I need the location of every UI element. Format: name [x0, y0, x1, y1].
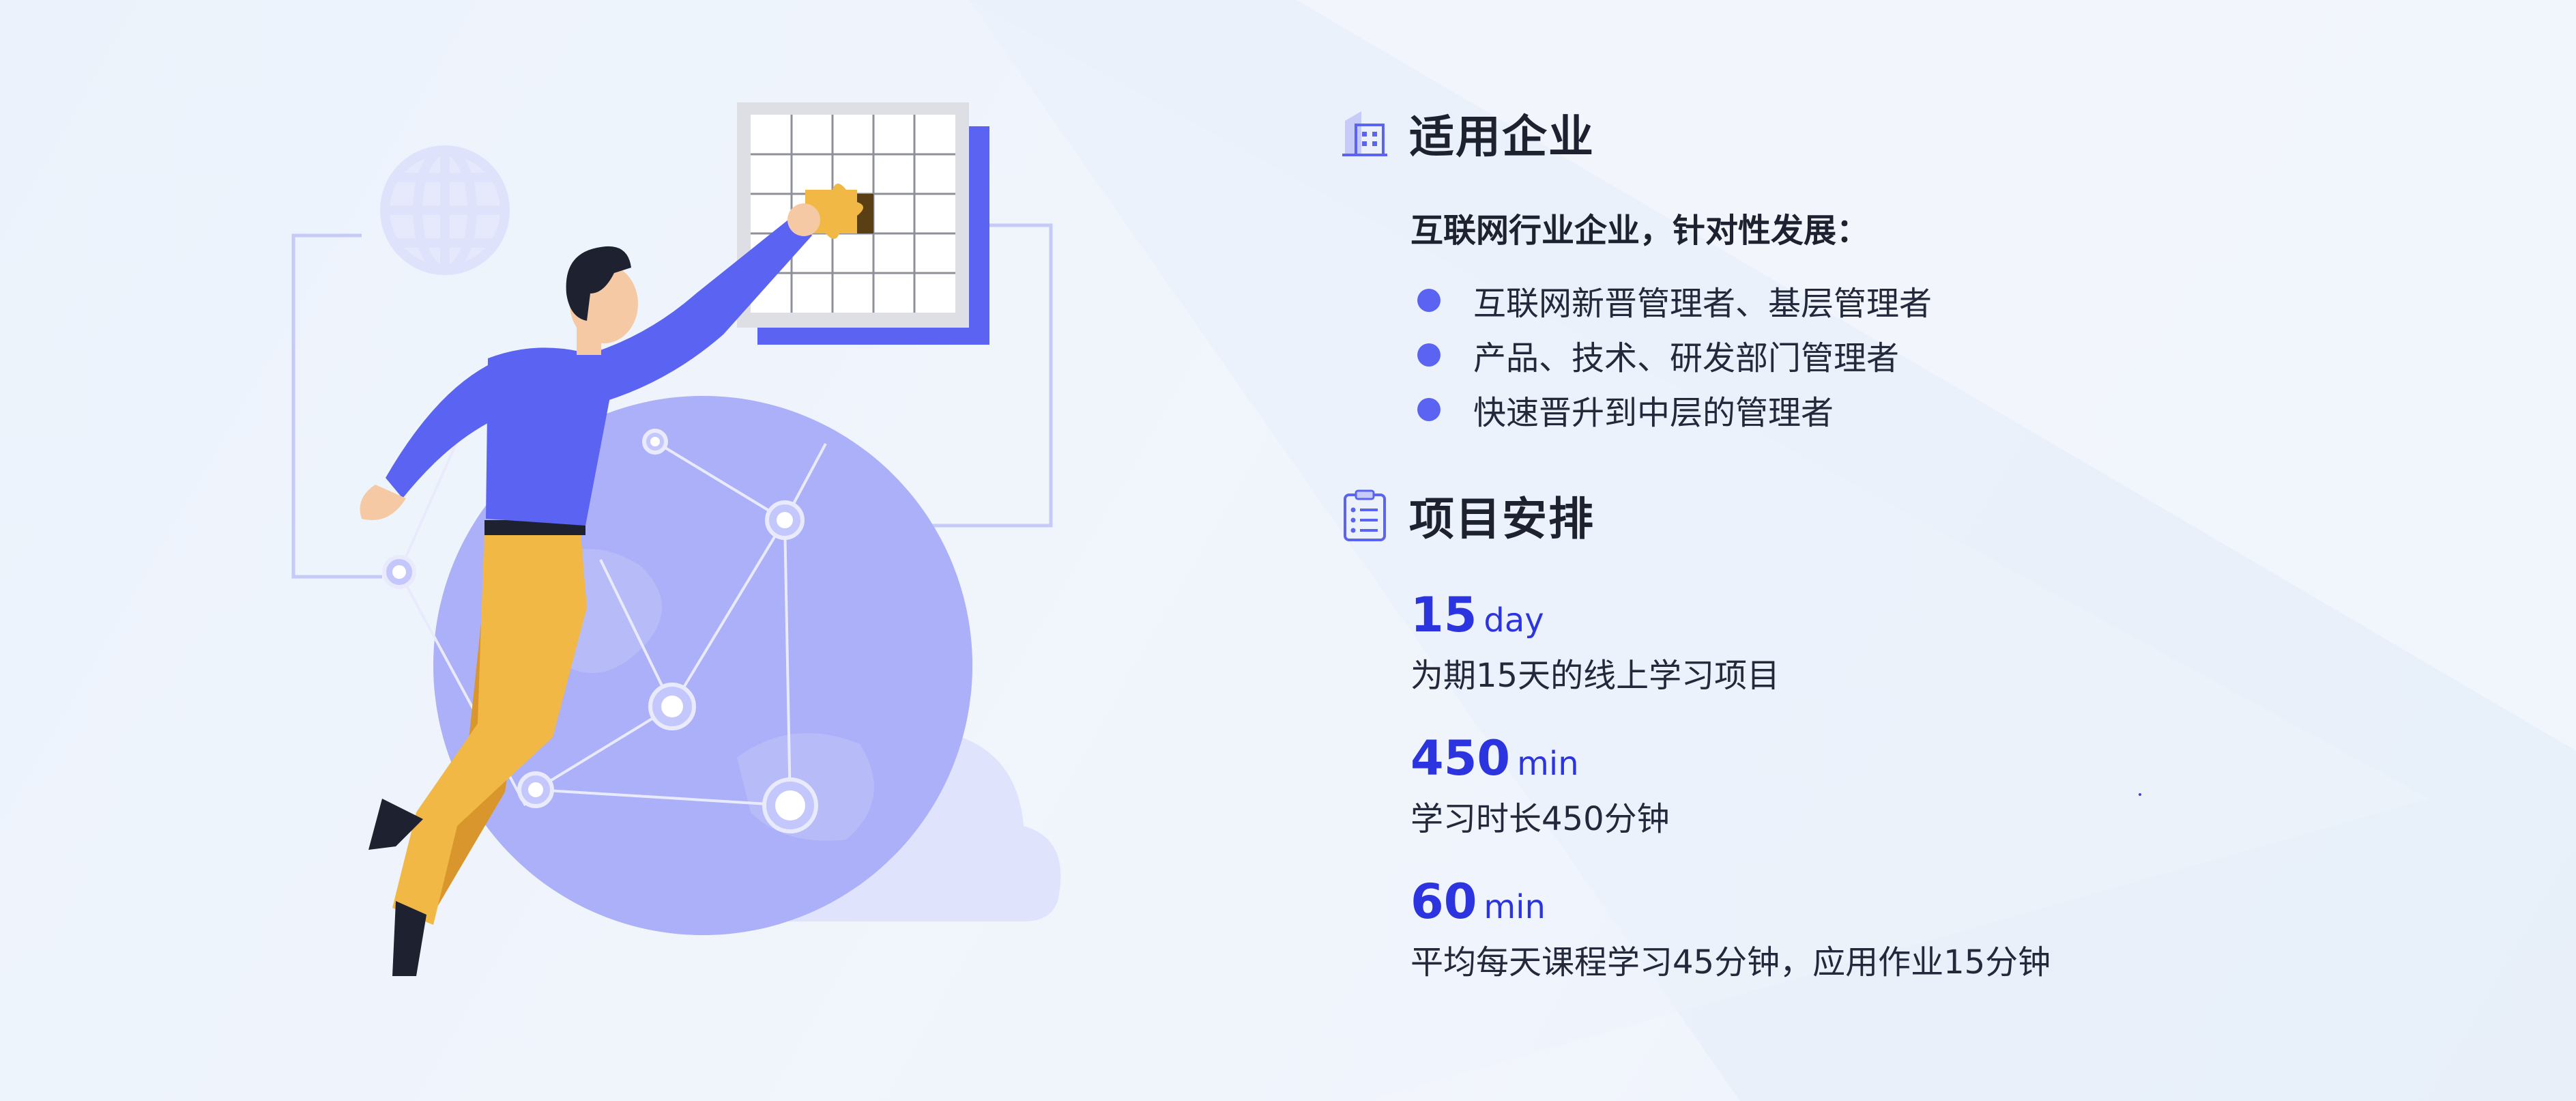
list-item-text: 产品、技术、研发部门管理者	[1473, 339, 1900, 377]
building-icon	[1342, 111, 1387, 156]
list-item: 快速晋升到中层的管理者	[1410, 382, 1932, 437]
stat-unit: day	[1484, 601, 1544, 640]
bullet-dot-icon	[1417, 289, 1441, 312]
applicable-heading: 适用企业	[1341, 102, 1595, 164]
stat-number: 60	[1410, 874, 1477, 930]
applicable-list: 互联网新晋管理者、基层管理者 产品、技术、研发部门管理者 快速晋升到中层的管理者	[1410, 273, 1932, 437]
person-solving-puzzle-illustration	[291, 102, 1061, 976]
bullet-dot-icon	[1417, 343, 1441, 367]
stat-description: 平均每天课程学习45分钟，应用作业15分钟	[1410, 943, 2051, 982]
list-item-text: 互联网新晋管理者、基层管理者	[1473, 285, 1933, 323]
list-item: 产品、技术、研发部门管理者	[1410, 328, 1932, 382]
stat-number: 450	[1410, 730, 1511, 786]
decorative-dot	[2139, 793, 2141, 796]
clipboard-list-icon	[1344, 489, 1386, 541]
stat-number: 15	[1410, 587, 1477, 643]
schedule-section: 项目安排	[1341, 485, 1595, 546]
person-figure	[360, 203, 820, 976]
stat-unit: min	[1484, 888, 1546, 926]
applicable-title: 适用企业	[1409, 111, 1595, 163]
applicable-section: 适用企业 互联网行业企业，针对性发展： 互联网新晋管理者、基层管理者 产品、技术…	[1341, 102, 1932, 432]
schedule-title: 项目安排	[1409, 493, 1595, 545]
applicable-intro: 互联网行业企业，针对性发展：	[1410, 212, 1870, 250]
list-item: 互联网新晋管理者、基层管理者	[1410, 273, 1932, 328]
stat-description: 学习时长450分钟	[1410, 800, 1670, 838]
puzzle-frame	[737, 102, 989, 345]
schedule-heading: 项目安排	[1341, 485, 1595, 546]
bullet-dot-icon	[1417, 398, 1441, 421]
stat-description: 为期15天的线上学习项目	[1410, 657, 1780, 695]
list-item-text: 快速晋升到中层的管理者	[1473, 394, 1834, 432]
small-globe-icon	[380, 145, 510, 275]
stat-unit: min	[1517, 745, 1579, 783]
globe-network	[382, 396, 972, 935]
